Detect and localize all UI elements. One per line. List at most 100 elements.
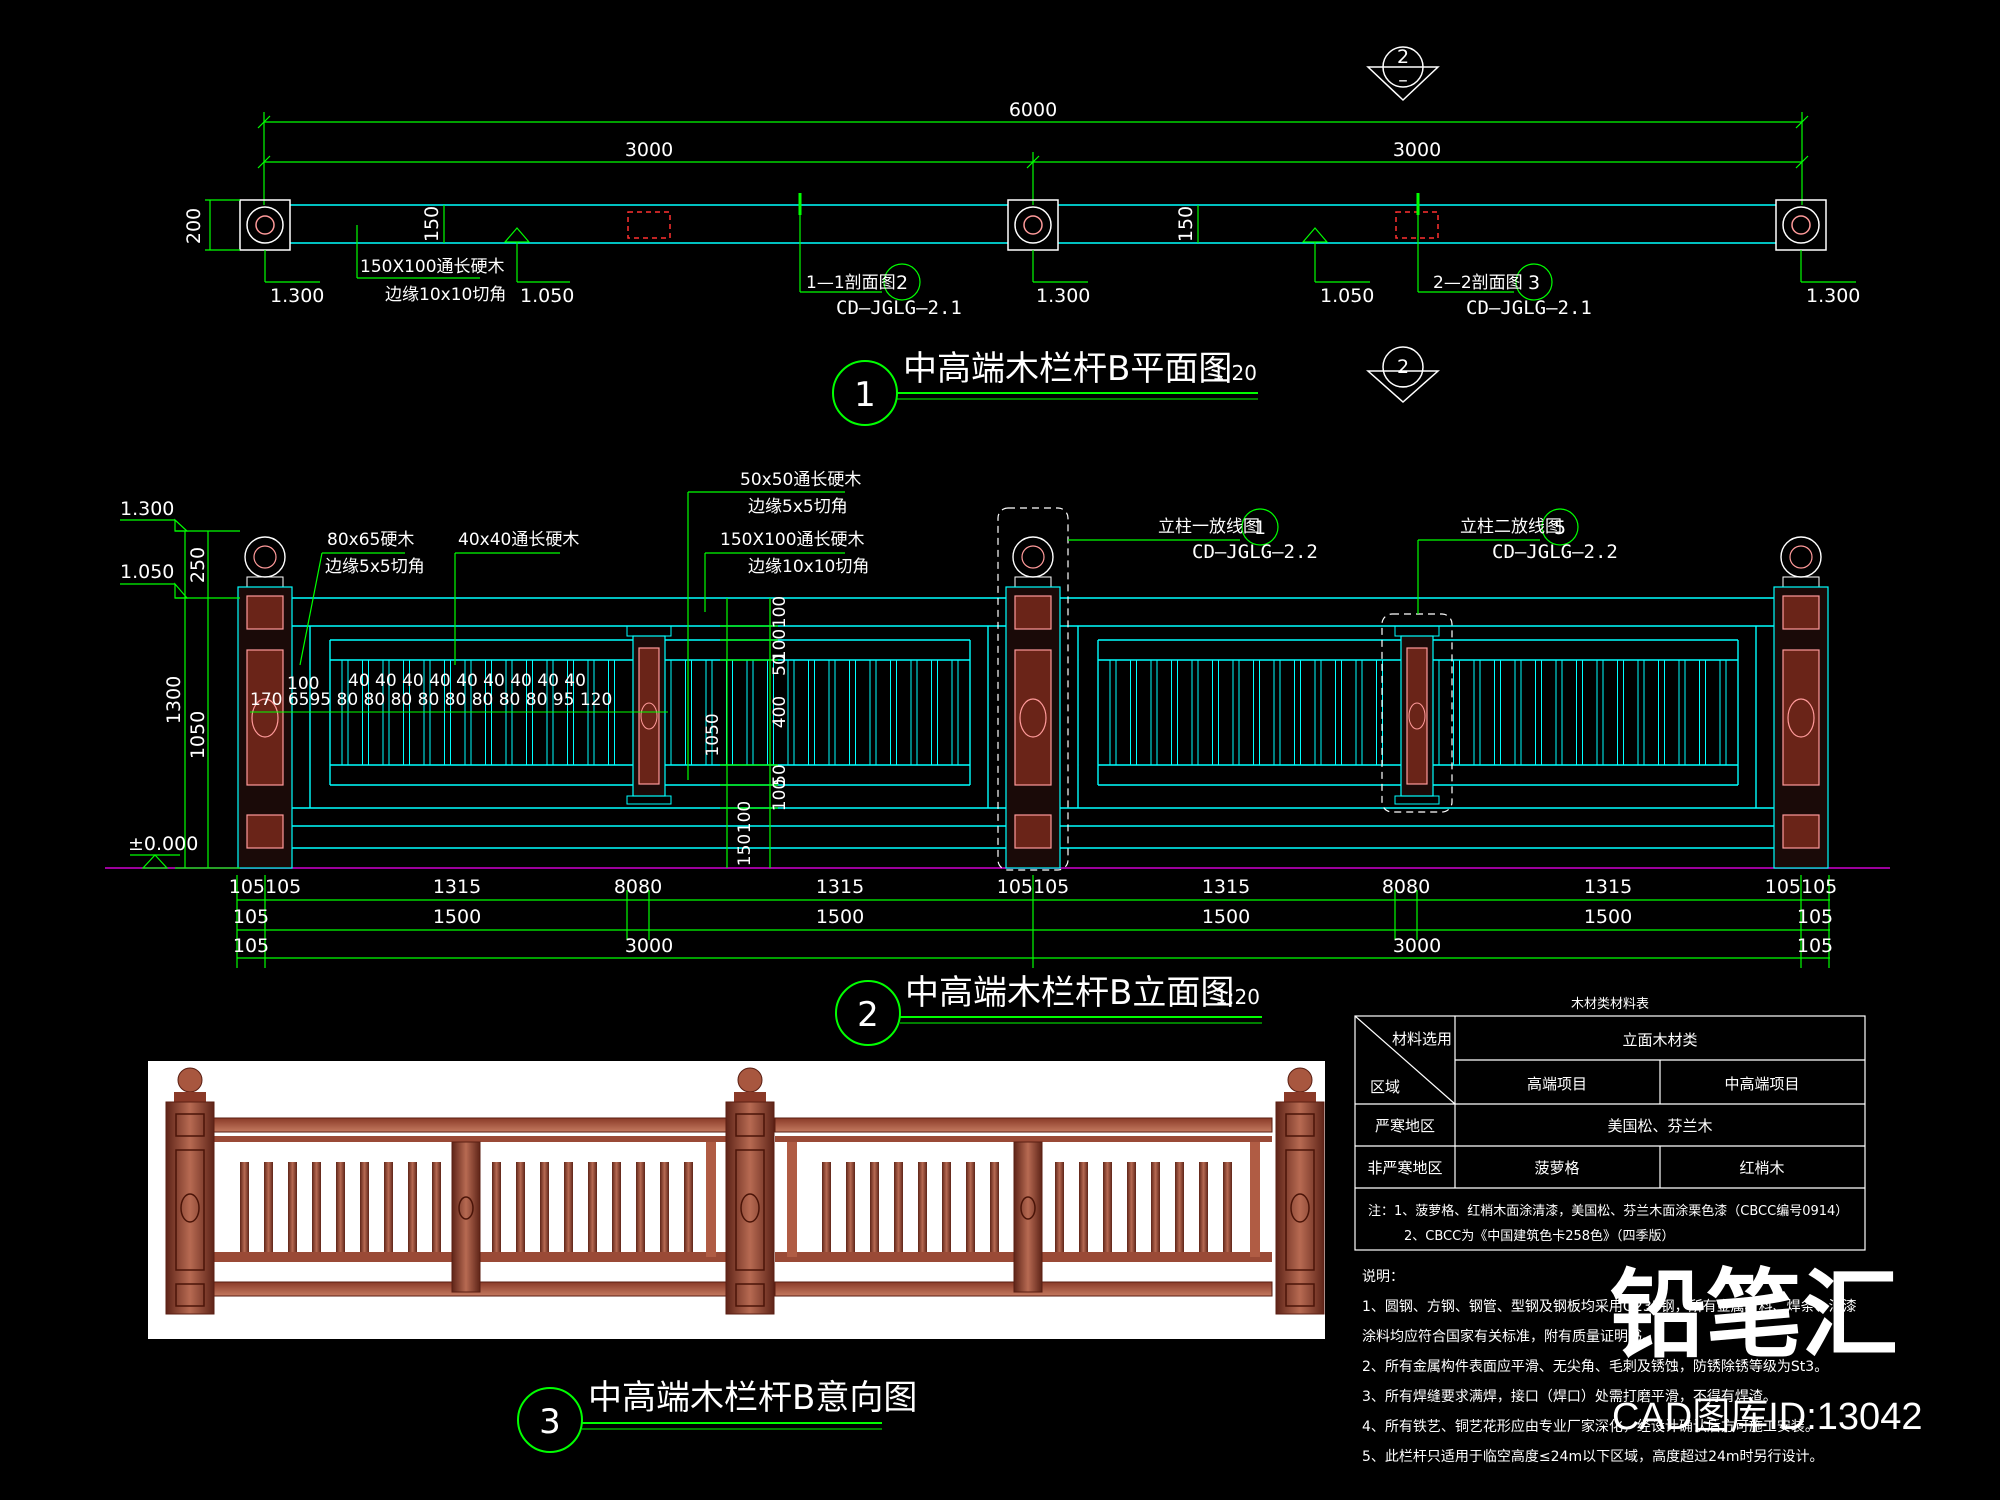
- plan-post-left: [239, 199, 291, 251]
- general-notes: 说明： 1、圆钢、方钢、钢管、型钢及钢板均采用Q235钢，所有金属材料、焊条、油…: [1362, 1262, 1922, 1472]
- elev-inner-dims-bottom: 170 6595 80 80 80 80 80 80 80 80 95 120: [250, 690, 612, 710]
- elev-vertical-dim-label: 100: [770, 596, 790, 628]
- elev-note-post-2: 边缘5x5切角: [325, 557, 425, 577]
- table-header-region: 区域: [1370, 1078, 1400, 1096]
- post-panel-mid: [1014, 649, 1052, 786]
- post-medallion: [1787, 698, 1815, 738]
- render-baluster: [636, 1162, 645, 1252]
- render-baluster: [1151, 1162, 1160, 1252]
- render-baluster: [990, 1162, 999, 1252]
- plan-section1-ref: CD—JGLG—2.1: [836, 297, 962, 319]
- elev-title-num: 2: [857, 995, 879, 1035]
- render-post-panel-mid: [175, 1149, 205, 1271]
- render-baluster: [660, 1162, 669, 1252]
- render-baluster: [1103, 1162, 1112, 1252]
- elev-dim-row3-label: 3000: [1393, 935, 1441, 957]
- render-baluster: [684, 1162, 693, 1252]
- elev-note-baluster: 40x40通长硬木: [458, 530, 579, 550]
- plan-section1-num: 2: [896, 272, 908, 294]
- render-post-body: [1275, 1101, 1325, 1315]
- post-finial: [244, 536, 286, 578]
- elev-note-top-1: 50x50通长硬木: [740, 470, 861, 490]
- render-post-panel-bottom: [1285, 1283, 1315, 1307]
- render-post-panel-bottom: [735, 1283, 765, 1307]
- plan-section-cuts: [798, 193, 1420, 215]
- inter-post-panel: [1406, 647, 1428, 785]
- render-post-body: [165, 1101, 215, 1315]
- plan-depth-150-right: 150: [1175, 206, 1197, 242]
- elev-dim-row1-label: 8080: [1382, 876, 1430, 898]
- material-table: [1354, 1015, 1866, 1251]
- plan-section2-label: 2—2剖面图: [1433, 273, 1523, 293]
- post-panel-top: [1782, 595, 1820, 630]
- plan-inter-post-right: [1395, 211, 1439, 239]
- elevation-left-dims: [120, 518, 240, 869]
- elev-vertical-dim-label: 100: [770, 779, 790, 811]
- render-post-panel-top: [1285, 1113, 1315, 1137]
- elev-dim-row2-label: 1500: [433, 906, 481, 928]
- render-baluster: [966, 1162, 975, 1252]
- notes-item: 5、此栏杆只适用于临空高度≤24m以下区域，高度超过24m时另行设计。: [1362, 1449, 1824, 1465]
- render-baluster: [870, 1162, 879, 1252]
- plan-dim-half-right: 3000: [1393, 139, 1441, 161]
- elevation-main-post: [1773, 536, 1829, 869]
- render-post-finial: [737, 1067, 763, 1093]
- material-table-text: 木材类材料表 材料选用 区域 立面木材类 高端项目 中高端项目 严寒地区 美国松…: [1367, 997, 1848, 1244]
- elevation-view: 1.300 1.050 ±0.000 250 1300 1050 80x65硬木…: [105, 470, 1890, 1046]
- notes-item: 4、所有铁艺、铜艺花形应由专业厂家深化，经设计确认后方可施工安装。: [1362, 1419, 1819, 1435]
- elev-level-top: 1.300: [120, 498, 174, 520]
- elev-vertical-dim-label: 400: [770, 696, 790, 728]
- table-row2-region: 非严寒地区: [1367, 1159, 1442, 1177]
- post-panel-top: [246, 595, 284, 630]
- elev-note-rail-1: 150X100通长硬木: [720, 530, 865, 550]
- elev-vdims-lines: [720, 598, 778, 868]
- post-finial-inner: [1021, 545, 1045, 569]
- elev-dim-row1-label: 105105: [229, 876, 302, 898]
- table-note-2: 2、CBCC为《中国建筑色卡258色》（四季版）: [1404, 1228, 1675, 1244]
- inter-post-cap: [626, 625, 672, 637]
- inter-post-base: [626, 795, 672, 805]
- render-post-panel-mid: [735, 1149, 765, 1271]
- section-marker-bottom: 2 –: [1366, 346, 1440, 404]
- render-baluster: [492, 1162, 501, 1252]
- elev-vertical-dim-label: 100: [770, 629, 790, 661]
- notes-item: 3、所有焊缝要求满焊，接口（焊口）处需打磨平滑，不得有焊渣。: [1362, 1389, 1777, 1405]
- render-baluster: [1199, 1162, 1208, 1252]
- table-note-1: 注：1、菠萝格、红梢木面涂清漆，美国松、芬兰木面涂栗色漆（CBCC编号0914）: [1368, 1203, 1848, 1219]
- render-post-neck: [1284, 1092, 1316, 1102]
- render-post-finial: [177, 1067, 203, 1093]
- notes-heading: 说明：: [1362, 1269, 1404, 1285]
- render-sub-rail: [190, 1136, 728, 1142]
- plan-post-middle: [1007, 199, 1059, 251]
- post-cap: [1014, 576, 1052, 588]
- render-title: 中高端木栏杆B意向图: [588, 1378, 917, 1418]
- post1-highlight: [997, 507, 1069, 871]
- post-finial: [1012, 536, 1054, 578]
- render-baluster: [240, 1162, 249, 1252]
- elev-dim-row2-label: 105: [233, 906, 269, 928]
- plan-level-4: 1.050: [1320, 285, 1374, 307]
- render-baluster: [894, 1162, 903, 1252]
- elev-vertical-dim-label: 50: [770, 654, 790, 676]
- render-title-num: 3: [539, 1402, 561, 1442]
- render-baluster: [384, 1162, 393, 1252]
- elev-dim-row2-label: 1500: [1202, 906, 1250, 928]
- plan-depth-dims: [205, 199, 1199, 251]
- elev-dim-1050: 1050: [187, 711, 209, 759]
- elev-post2-label: 立柱二放线图: [1460, 517, 1562, 537]
- render-intermediate-post: [1013, 1141, 1043, 1293]
- render-main-post: [725, 1067, 775, 1315]
- render-baluster: [312, 1162, 321, 1252]
- section-marker-top-num: 2: [1397, 46, 1409, 68]
- render-frame-right: [1250, 1142, 1260, 1257]
- elev-dim-row1-label: 105105: [1765, 876, 1838, 898]
- section-marker-bottom-num: 2: [1397, 356, 1409, 378]
- render-baluster: [1127, 1162, 1136, 1252]
- elevation-leaders: [299, 491, 1579, 780]
- render-baluster: [1223, 1162, 1232, 1252]
- plan-level-5: 1.300: [1806, 285, 1860, 307]
- elev-dim-row3-label: 105: [233, 935, 269, 957]
- render-baluster: [612, 1162, 621, 1252]
- elevation-title-block: 2 中高端木栏杆B立面图 1:20: [835, 973, 1262, 1046]
